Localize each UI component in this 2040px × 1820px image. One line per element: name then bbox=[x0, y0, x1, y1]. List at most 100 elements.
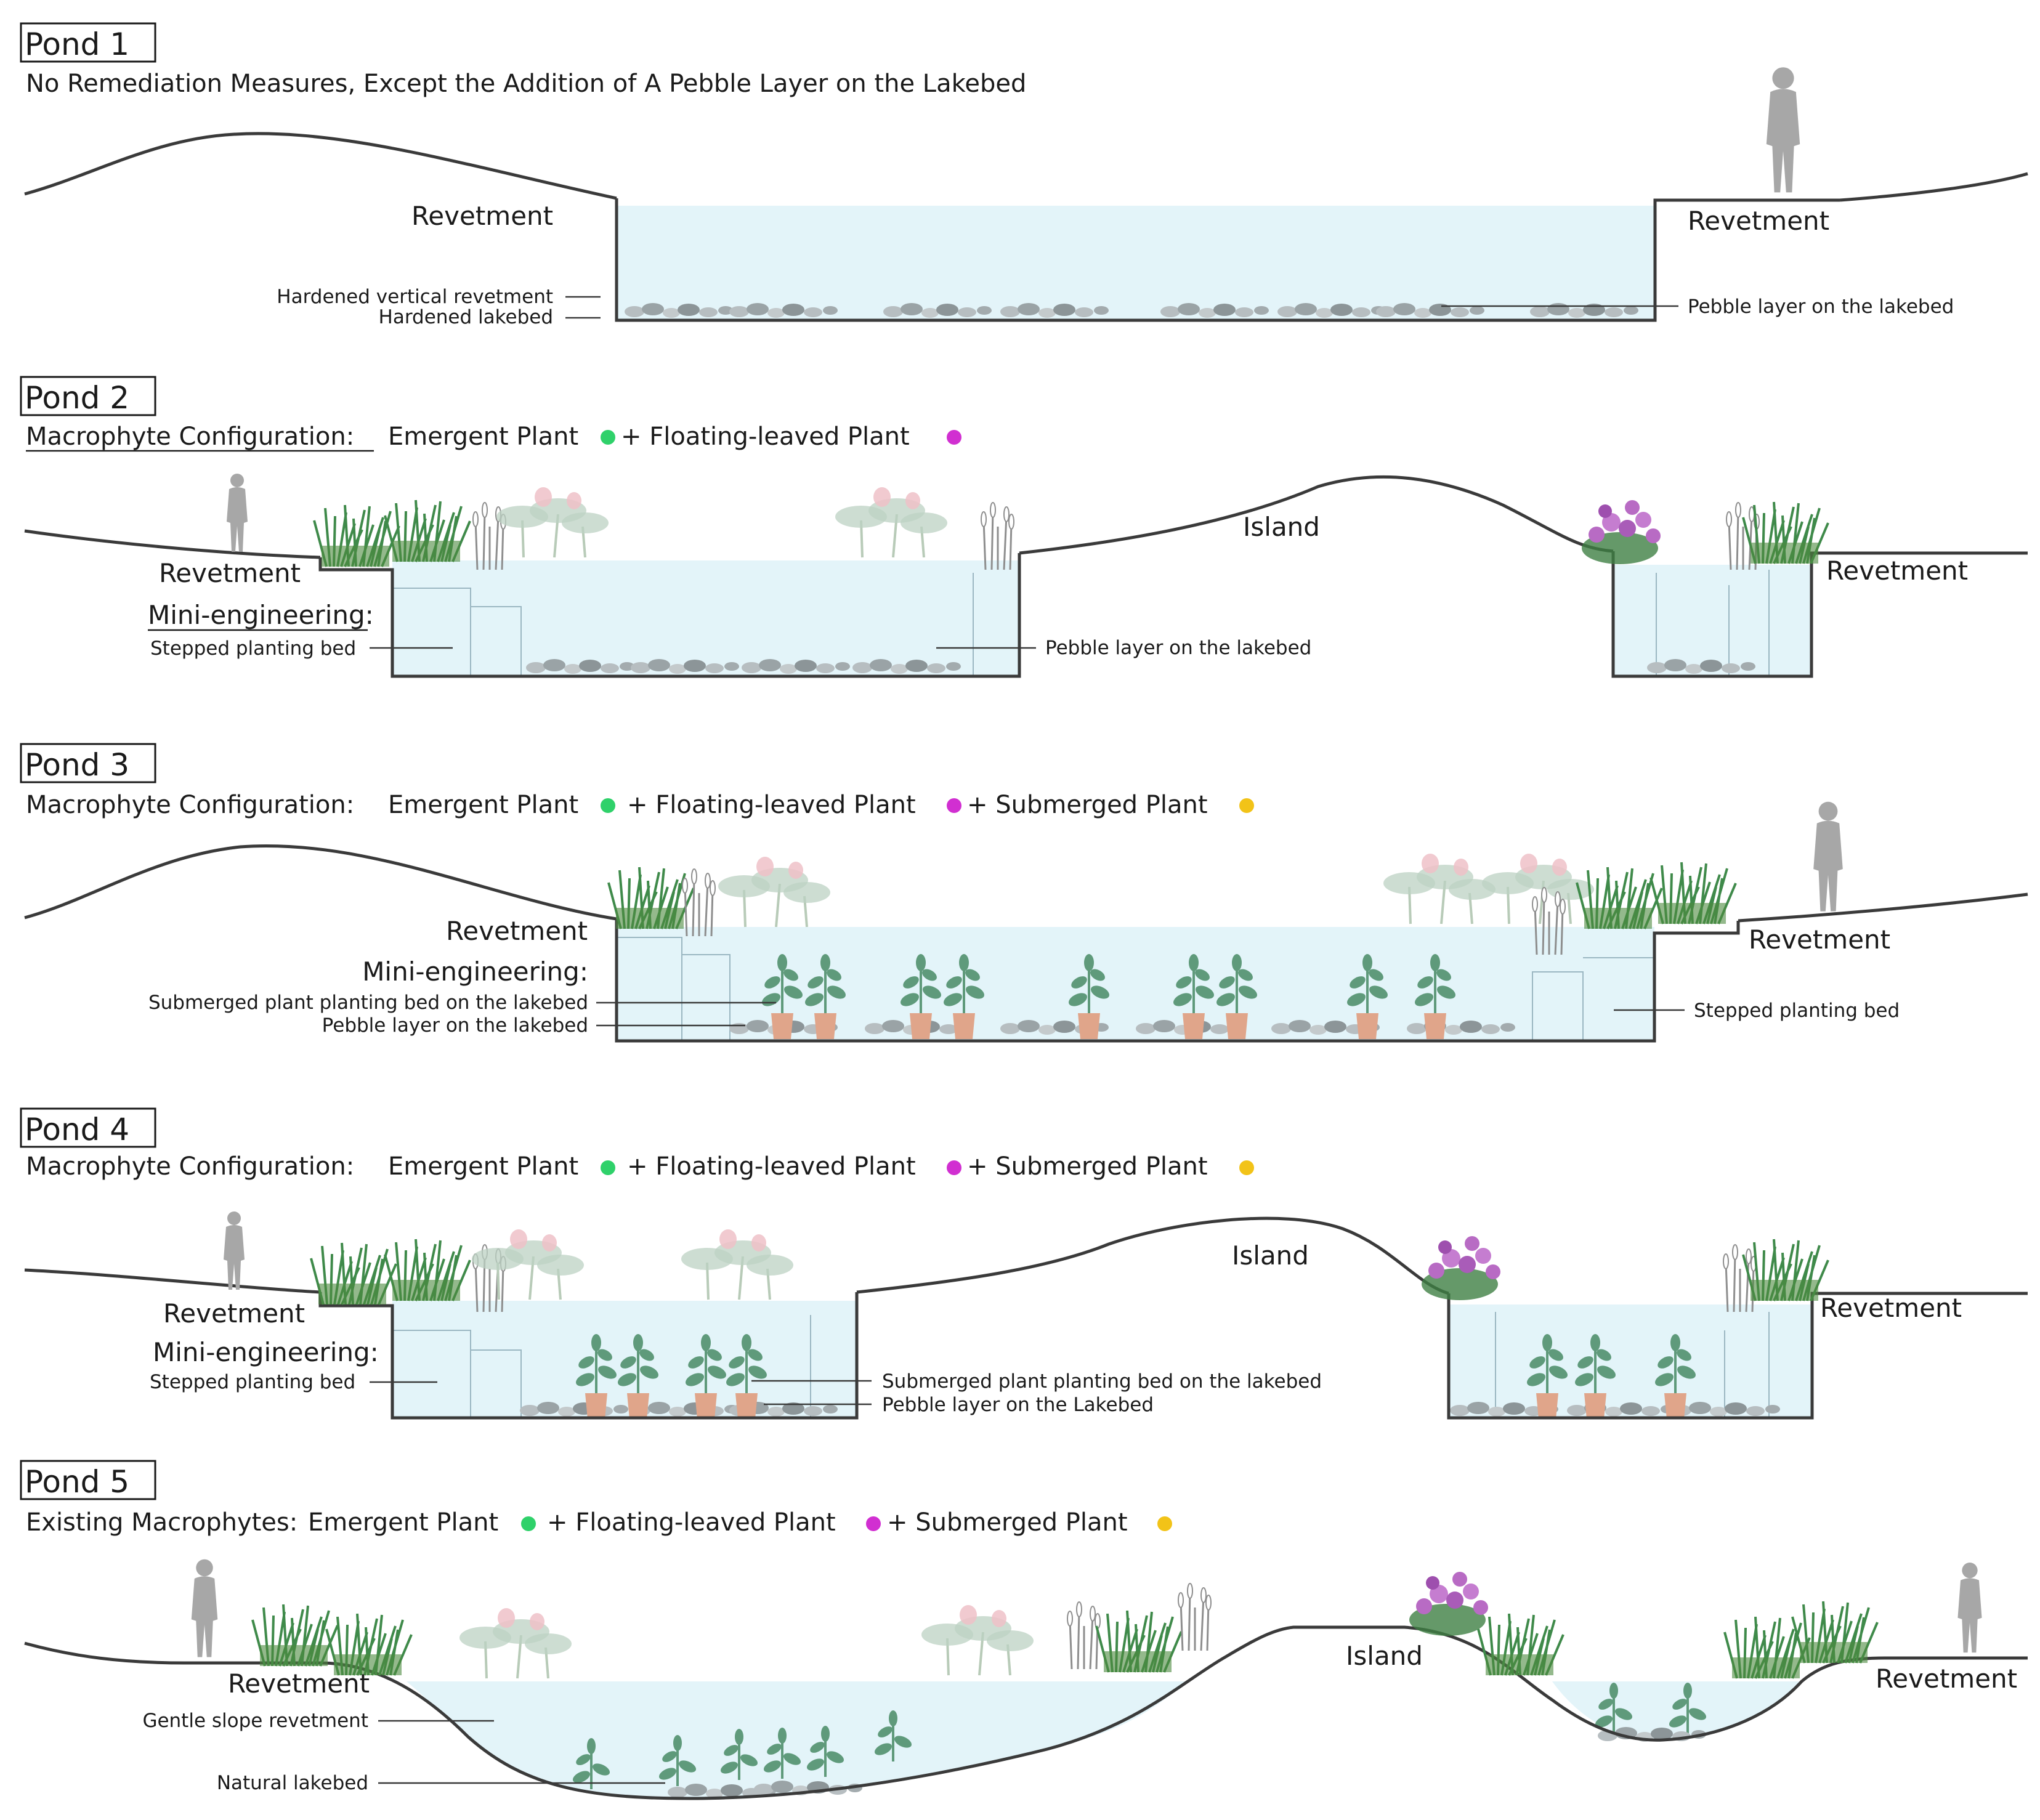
pond-4-config-submerged: + Submerged Plant bbox=[967, 1152, 1208, 1181]
pond-2-floating-plants-left bbox=[495, 486, 610, 559]
pond-3-stepped-bed-label: Stepped planting bed bbox=[1694, 1000, 1900, 1022]
pond-5-revetment-right: Revetment bbox=[1876, 1664, 2017, 1694]
pond-2-emergent-plants-left bbox=[313, 504, 400, 568]
pond-4-revetment-left: Revetment bbox=[163, 1298, 305, 1329]
pond-3-submerged-bed-label: Submerged plant planting bed on the lake… bbox=[148, 992, 588, 1014]
pond-3-emergent-plants-left bbox=[607, 866, 695, 930]
pond-4-island-label: Island bbox=[1232, 1240, 1309, 1271]
pond-3-config-emergent: Emergent Plant bbox=[388, 791, 578, 819]
pond-1-hardened-lakebed-label: Hardened lakebed bbox=[379, 306, 553, 328]
pond-3-ground-left bbox=[24, 844, 617, 921]
pond-2-stepped-bed-label: Stepped planting bed bbox=[150, 637, 356, 660]
pond-2-config-emergent: Emergent Plant bbox=[388, 423, 578, 451]
pond-2-reeds-right bbox=[980, 501, 1015, 571]
pond-5-config-submerged: + Submerged Plant bbox=[887, 1508, 1128, 1537]
pond-1-revetment-left: Revetment bbox=[411, 201, 553, 231]
pond-1-ground-right bbox=[1839, 172, 2028, 202]
pond-4-submerged-bed-label: Submerged plant planting bed on the lake… bbox=[882, 1370, 1322, 1393]
pond-4-submerged-dot bbox=[1239, 1160, 1254, 1175]
pond-3-section: Pond 3 Macrophyte Configuration: Emergen… bbox=[20, 743, 2028, 1043]
pond-5-config-label: Existing Macrophytes: bbox=[26, 1508, 298, 1537]
pond-3-floating-plants-left bbox=[717, 855, 832, 928]
pond-2-revetment-left: Revetment bbox=[159, 558, 301, 588]
pond-2-floating-dot bbox=[947, 430, 961, 445]
pond-2-revetment-right: Revetment bbox=[1826, 556, 1968, 586]
pond-2-basin-left bbox=[318, 553, 1021, 678]
pond-4-emergent-plants-left bbox=[310, 1242, 397, 1306]
pond-5-emergent-plants-left bbox=[251, 1603, 339, 1667]
pond-2-steps-left bbox=[392, 588, 522, 676]
pond-3-ground-right bbox=[1738, 892, 2028, 923]
pond-1-hardened-revetment-label: Hardened vertical revetment bbox=[277, 286, 553, 308]
pond-2-config-label: Macrophyte Configuration: bbox=[26, 423, 354, 451]
pond-5-emergent-plants-island bbox=[1477, 1612, 1564, 1676]
pond-4-pebble-label: Pebble layer on the Lakebed bbox=[882, 1394, 1154, 1416]
pond-4-emergent-plants-right bbox=[1742, 1238, 1829, 1302]
pond-2-steps-right bbox=[1656, 570, 1770, 676]
pond-1-ground-left bbox=[24, 132, 617, 200]
pond-5-floating-dot bbox=[866, 1516, 881, 1531]
pond-4-config-emergent: Emergent Plant bbox=[388, 1152, 578, 1181]
pond-3-revetment-right: Revetment bbox=[1749, 924, 1890, 955]
pond-3-submerged-dot bbox=[1239, 798, 1254, 813]
pond-4-config-floating: + Floating-leaved Plant bbox=[627, 1152, 916, 1181]
pond-5-water-main bbox=[407, 1681, 1186, 1798]
pond-1-section: Pond 1 No Remediation Measures, Except t… bbox=[20, 22, 2028, 328]
pond-5-ground bbox=[24, 1625, 2028, 1800]
pond-4-floating-plants-left bbox=[471, 1228, 585, 1301]
pond-4-floating-dot bbox=[947, 1160, 961, 1175]
pond-2-island-label: Island bbox=[1243, 512, 1320, 542]
pond-4-stepped-bed-label: Stepped planting bed bbox=[150, 1371, 355, 1393]
pond-4-emergent-dot bbox=[601, 1160, 615, 1175]
pond-1-human-figure bbox=[1766, 67, 1800, 193]
pond-4-human-figure bbox=[224, 1211, 245, 1290]
pond-4-water-right bbox=[1449, 1304, 1812, 1418]
pond-4-reeds-right bbox=[1722, 1244, 1757, 1313]
pond-1-basin bbox=[615, 198, 1840, 322]
pond-4-config-label: Macrophyte Configuration: bbox=[26, 1152, 354, 1181]
pond-5-title-box bbox=[20, 1460, 156, 1500]
pond-5-config-emergent: Emergent Plant bbox=[308, 1508, 498, 1537]
pond-3-config-submerged: + Submerged Plant bbox=[967, 791, 1208, 819]
pond-5-emergent-dot bbox=[521, 1516, 536, 1531]
pond-5-emergent-plants-right-2 bbox=[1791, 1600, 1879, 1664]
pond-3-human-figure bbox=[1813, 801, 1843, 912]
pond-2-water-main bbox=[392, 560, 1019, 676]
pond-4-basin-right bbox=[1447, 1292, 2028, 1420]
pond-5-human-figure-right bbox=[1957, 1563, 1982, 1653]
pond-2-island bbox=[1019, 475, 1614, 555]
pond-4-island bbox=[856, 1216, 1449, 1295]
pond-5-reeds-mid bbox=[1066, 1601, 1101, 1670]
pond-2-ground-left bbox=[24, 529, 321, 559]
pond-4-revetment-right: Revetment bbox=[1820, 1293, 1962, 1323]
pond-5-section: Pond 5 Existing Macrophytes: Emergent Pl… bbox=[20, 1460, 2028, 1800]
pond-3-basin bbox=[615, 919, 1740, 1043]
pond-4-title: Pond 4 bbox=[25, 1112, 129, 1147]
pond-4-flowering-plants bbox=[1422, 1236, 1500, 1300]
pond-3-title: Pond 3 bbox=[25, 747, 129, 783]
pond-3-config-label: Macrophyte Configuration: bbox=[26, 791, 354, 819]
pond-3-mini-engineering-label: Mini-engineering: bbox=[362, 957, 588, 987]
pond-3-steps-left bbox=[617, 937, 731, 1041]
pond-4-steps-left bbox=[392, 1330, 522, 1418]
pond-5-emergent-plants-left-2 bbox=[325, 1612, 413, 1676]
pond-5-human-figure-left bbox=[191, 1559, 218, 1657]
pond-5-flowering-plants bbox=[1409, 1572, 1488, 1636]
pond-3-config-floating: + Floating-leaved Plant bbox=[627, 791, 916, 819]
pond-1-title-box bbox=[20, 22, 156, 63]
pond-5-title: Pond 5 bbox=[25, 1464, 129, 1500]
pond-4-title-box bbox=[20, 1107, 156, 1148]
pond-4-mini-engineering-label: Mini-engineering: bbox=[153, 1337, 379, 1367]
pond-2-human-figure bbox=[227, 474, 248, 552]
pond-1-revetment-right: Revetment bbox=[1688, 206, 1829, 236]
pond-2-title: Pond 2 bbox=[25, 380, 129, 416]
pond-5-submerged-dot bbox=[1157, 1516, 1172, 1531]
pond-3-emergent-plants-right bbox=[1576, 866, 1663, 930]
pond-5-revetment-left: Revetment bbox=[228, 1668, 370, 1699]
pond-2-mini-engineering-label: Mini-engineering: bbox=[148, 600, 374, 630]
pond-1-description: No Remediation Measures, Except the Addi… bbox=[26, 70, 1026, 98]
pond-5-emergent-plants-right bbox=[1723, 1616, 1811, 1680]
pond-5-island-label: Island bbox=[1346, 1641, 1423, 1671]
pond-5-floating-plants-mid bbox=[920, 1604, 1035, 1676]
pond-2-water-right bbox=[1613, 565, 1811, 676]
